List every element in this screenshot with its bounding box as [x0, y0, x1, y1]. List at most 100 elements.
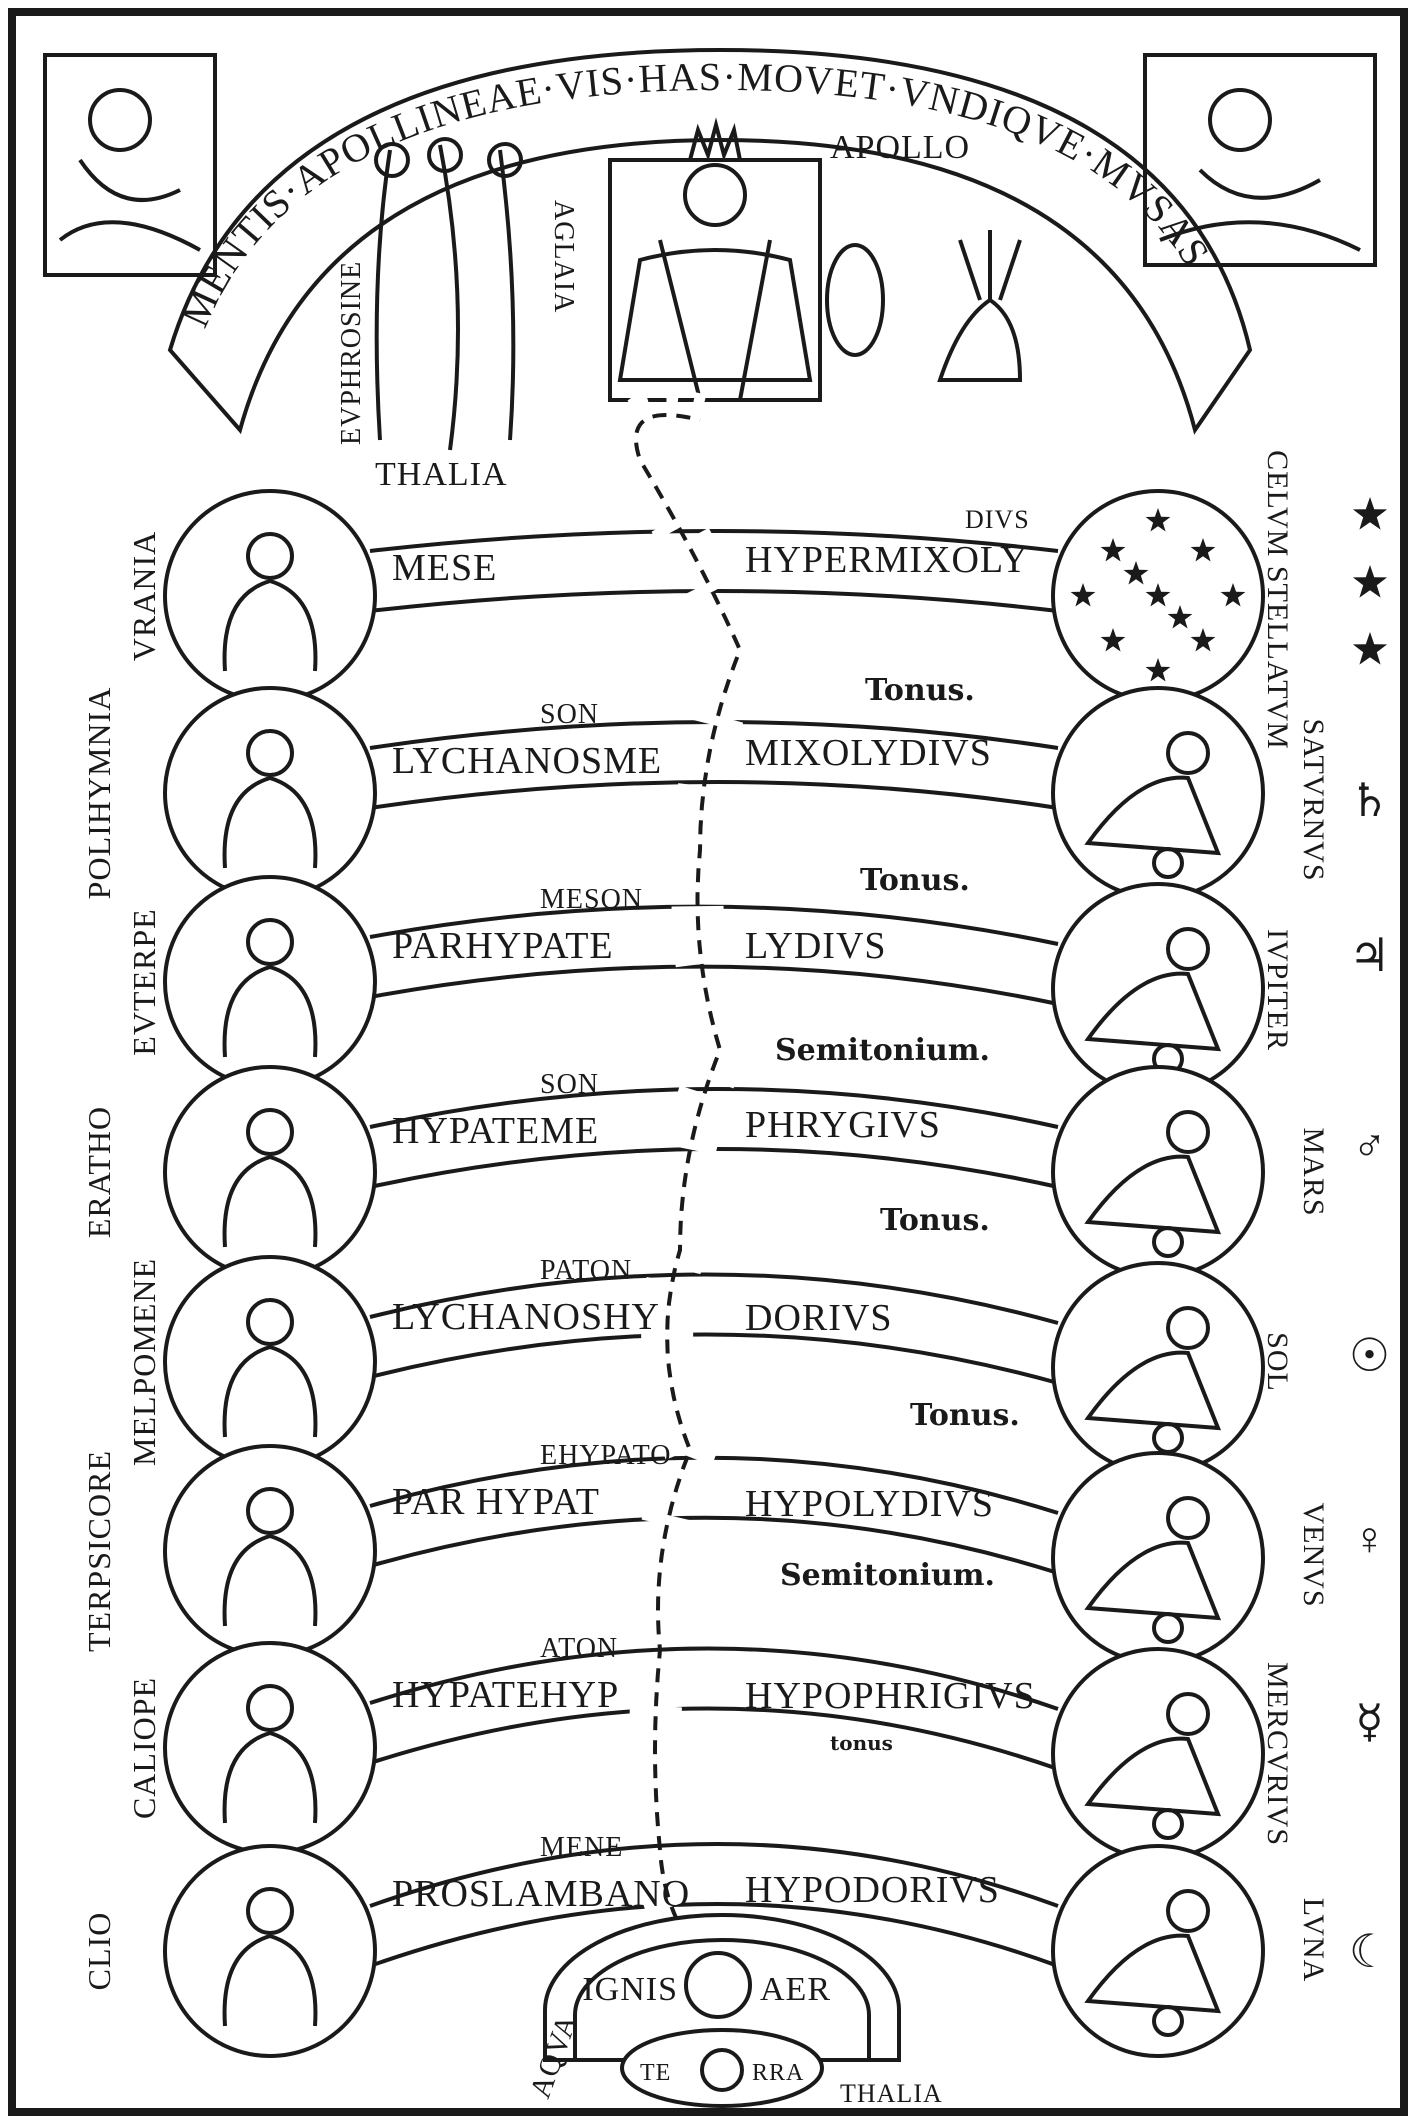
muse-name: CLIO	[81, 1912, 117, 1991]
band-right-label: LYDIVS	[745, 925, 887, 967]
muse-head	[246, 1887, 294, 1935]
band-right-label: HYPOPHRIGIVS	[745, 1675, 1036, 1717]
planet-name: CELVM STELLATVM	[1261, 450, 1294, 750]
band-left-label: LYCHANOSME	[392, 740, 662, 782]
band-left-sublabel: MENE	[540, 1832, 623, 1863]
three-graces	[374, 137, 523, 451]
chariot-wheel	[1152, 1226, 1184, 1258]
band-left-sublabel: MESON	[540, 884, 643, 915]
planet-name: LVNA	[1297, 1898, 1330, 1983]
deity-head	[1166, 1306, 1210, 1350]
muse-medallion	[163, 1844, 377, 2058]
chariot-wheel	[1152, 1612, 1184, 1644]
element-aer: AER	[760, 1971, 831, 2008]
band-edge-top	[369, 529, 1059, 553]
three-headed-beast	[684, 1951, 752, 2019]
motto-banner: MENTIS·APOLLINEAE·VIS·HAS·MOVET·VNDIQVE·…	[167, 47, 1253, 435]
elements-arches	[543, 1913, 901, 2108]
star-icon	[1100, 538, 1126, 562]
chariot	[1084, 1350, 1222, 1431]
chariot	[1084, 775, 1222, 856]
deity-head	[1166, 1889, 1210, 1933]
interval-label: Tonus.	[860, 863, 970, 898]
muse-head	[246, 1108, 294, 1156]
muse-body	[222, 1533, 318, 1627]
planet-name: IVPITER	[1261, 929, 1294, 1051]
interval-label: Semitonium.	[780, 1558, 995, 1593]
chariot-wheel	[1152, 847, 1184, 879]
band-left-label: PROSLAMBANO	[392, 1873, 690, 1915]
planet-symbol: ♀	[1352, 1513, 1388, 1564]
fixed-star-symbol	[1352, 565, 1388, 598]
band-edge-bottom	[369, 589, 1059, 613]
muse-name: EVTERPE	[126, 908, 162, 1055]
outer-frame	[8, 8, 1408, 2116]
element-terra-left: TE	[640, 2060, 671, 2086]
grace-euphrosine: EVPHROSINE	[336, 261, 367, 445]
muse-medallion	[163, 489, 377, 703]
muse-head	[246, 1487, 294, 1535]
band-edge-top	[369, 1455, 1059, 1515]
interval-label: tonus	[830, 1731, 893, 1755]
planet-medallion	[1051, 686, 1265, 900]
muse-body	[222, 578, 318, 672]
band-edge-bottom	[369, 1515, 1059, 1575]
muse-head	[246, 532, 294, 580]
deity-head	[1166, 731, 1210, 775]
muse-medallion	[163, 686, 377, 900]
muse-body	[222, 775, 318, 869]
muse-head	[246, 729, 294, 777]
band-left-sublabel: EHYPATO	[540, 1440, 671, 1471]
thalia-face	[700, 2048, 744, 2092]
band-edge-bottom	[369, 1332, 1059, 1385]
interval-label: Semitonium.	[775, 1033, 990, 1068]
grace-aglaia: AGLAIA	[548, 200, 579, 313]
muse-medallion	[163, 875, 377, 1089]
band-left-sublabel: SON	[540, 1069, 599, 1100]
chariot	[1084, 1736, 1222, 1817]
planet-medallion	[1051, 1065, 1265, 1279]
serpent	[610, 389, 769, 1979]
medallions	[163, 489, 1265, 2058]
bottom-thalia: THALIA	[840, 2079, 943, 2108]
planet-name: VENVS	[1297, 1502, 1330, 1607]
muse-medallion	[163, 1444, 377, 1658]
band-left-sublabel: ATON	[540, 1633, 618, 1664]
muse-medallion	[163, 1641, 377, 1855]
muse-name: VRANIA	[126, 531, 162, 661]
grace-thalia: THALIA	[375, 456, 508, 493]
muse-medallion	[163, 1065, 377, 1279]
planet-name: SOL	[1261, 1332, 1294, 1392]
band-left-label: HYPATEHYP	[392, 1674, 619, 1716]
muse-body	[222, 1344, 318, 1438]
band-left-label: HYPATEME	[392, 1110, 599, 1152]
star-icon	[1070, 583, 1096, 607]
star-icon	[1167, 605, 1193, 629]
star-icon	[1190, 538, 1216, 562]
planet-medallion	[1051, 1844, 1265, 2058]
muse-body	[222, 1730, 318, 1824]
cherub-viol-right	[1143, 53, 1377, 267]
band-left-sublabel: SON	[540, 699, 599, 730]
chariot	[1084, 971, 1222, 1052]
band-left-sublabel: PATON	[540, 1255, 632, 1286]
interval-label: Tonus.	[880, 1203, 990, 1238]
chariot-wheel	[1152, 1808, 1184, 1840]
star-icon	[1145, 508, 1171, 532]
star-icon	[1145, 583, 1171, 607]
planet-medallion	[1051, 1647, 1265, 1861]
planet-symbol: ♂	[1352, 1120, 1388, 1171]
planet-symbol: ♃	[1349, 930, 1391, 981]
muse-head	[246, 1684, 294, 1732]
band-edge-bottom	[369, 1902, 1059, 1968]
interval-label: Tonus.	[865, 673, 975, 708]
muse-name: TERPSICORE	[81, 1450, 117, 1652]
apollo-throne	[608, 117, 1023, 402]
fixed-star-symbol	[1352, 632, 1388, 665]
element-terra-right: RRA	[752, 2060, 804, 2086]
element-ignis: IGNIS	[582, 1971, 678, 2008]
planet-name: SATVRNVS	[1297, 718, 1330, 881]
band-left-label: LYCHANOSHY	[392, 1296, 660, 1338]
muse-name: ERATHO	[81, 1106, 117, 1238]
